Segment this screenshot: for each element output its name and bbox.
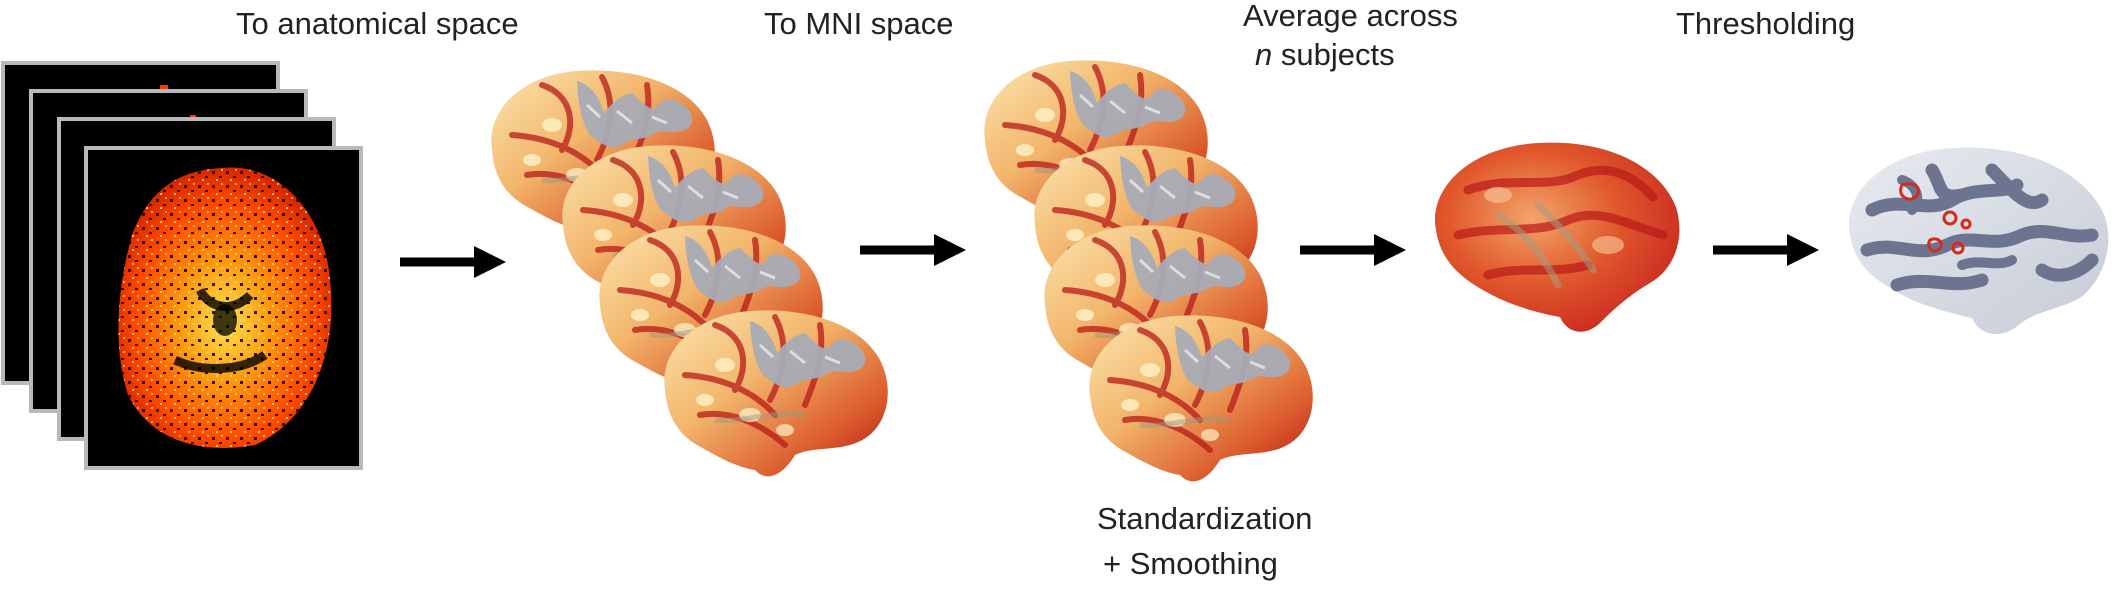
fmri-slice-4 [84,146,363,470]
average-brain [1434,142,1680,332]
label-to-mni-space: To MNI space [764,6,954,41]
label-standardization-smoothing: Standardization + Smoothing [1097,501,1313,581]
label-to-anatomical-space: To anatomical space [236,6,519,41]
label-standardization: Standardization [1097,501,1313,536]
mni-brain-4 [1089,315,1312,481]
mni-brain-stack [984,60,1312,481]
arrow-4 [1713,234,1819,266]
arrow-3 [1300,234,1406,266]
fmri-slice-stack [1,61,363,470]
label-average-line2: n subjects [1243,36,1458,72]
arrow-1 [400,246,506,278]
thresholded-brain [1848,147,2109,335]
label-thresholding: Thresholding [1676,6,1856,41]
anatomical-brain-4 [664,310,887,476]
anatomical-brain-stack [491,70,887,476]
label-subjects: subjects [1272,36,1395,72]
label-average-line1: Average across [1243,0,1458,33]
label-n-variable: n [1255,36,1273,72]
arrow-2 [860,234,966,266]
label-average-across: Average across n subjects [1243,0,1458,71]
label-smoothing: + Smoothing [1103,545,1278,581]
